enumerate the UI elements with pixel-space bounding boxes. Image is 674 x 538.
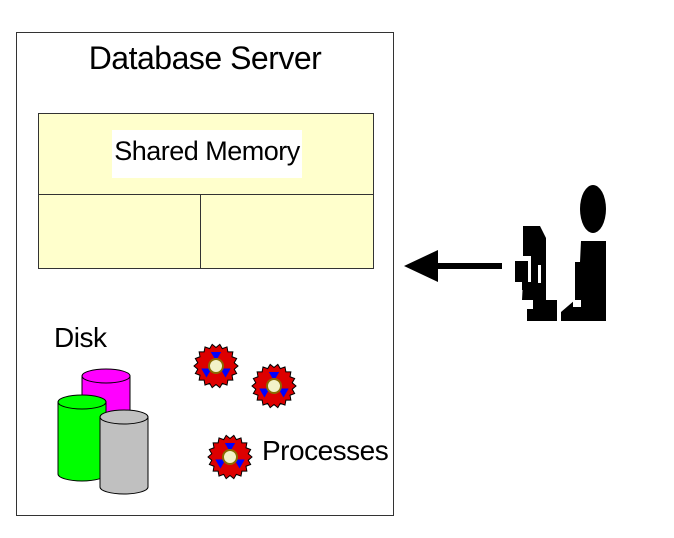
gear-triangle xyxy=(220,368,231,378)
user-at-computer-icon xyxy=(515,185,606,321)
gear-triangle xyxy=(268,372,280,381)
processes-label: Processes xyxy=(262,435,389,466)
shared-memory-top-section xyxy=(38,113,374,195)
gear-hub xyxy=(222,449,238,465)
gear-triangle xyxy=(259,388,270,398)
cylinder-body xyxy=(57,401,107,482)
gear-triangle xyxy=(210,352,222,361)
disk-cylinder-green xyxy=(57,394,107,482)
process-gear-icon xyxy=(251,363,297,409)
gear-triangle xyxy=(234,459,245,469)
process-gear-icon xyxy=(193,343,239,389)
gear-triangle xyxy=(278,388,289,398)
gear-triangle xyxy=(215,459,226,469)
disk-cylinder-gray xyxy=(99,409,149,495)
gear-triangle xyxy=(224,443,236,452)
shared-memory-label-background xyxy=(112,130,302,178)
gear-triangle xyxy=(201,368,212,378)
shared-memory-divider xyxy=(200,194,201,268)
gear-hub xyxy=(266,378,282,394)
server-title: Database Server xyxy=(88,40,322,76)
cylinder-body xyxy=(99,416,149,495)
left-arrow-icon xyxy=(404,250,502,282)
disk-label: Disk xyxy=(54,322,107,353)
cylinder-top xyxy=(99,409,149,425)
process-gear-icon xyxy=(207,434,253,480)
cylinder-top xyxy=(81,368,131,384)
gear-hub xyxy=(208,358,224,374)
cylinder-top xyxy=(57,394,107,410)
shared-memory-label: Shared Memory xyxy=(114,136,300,166)
